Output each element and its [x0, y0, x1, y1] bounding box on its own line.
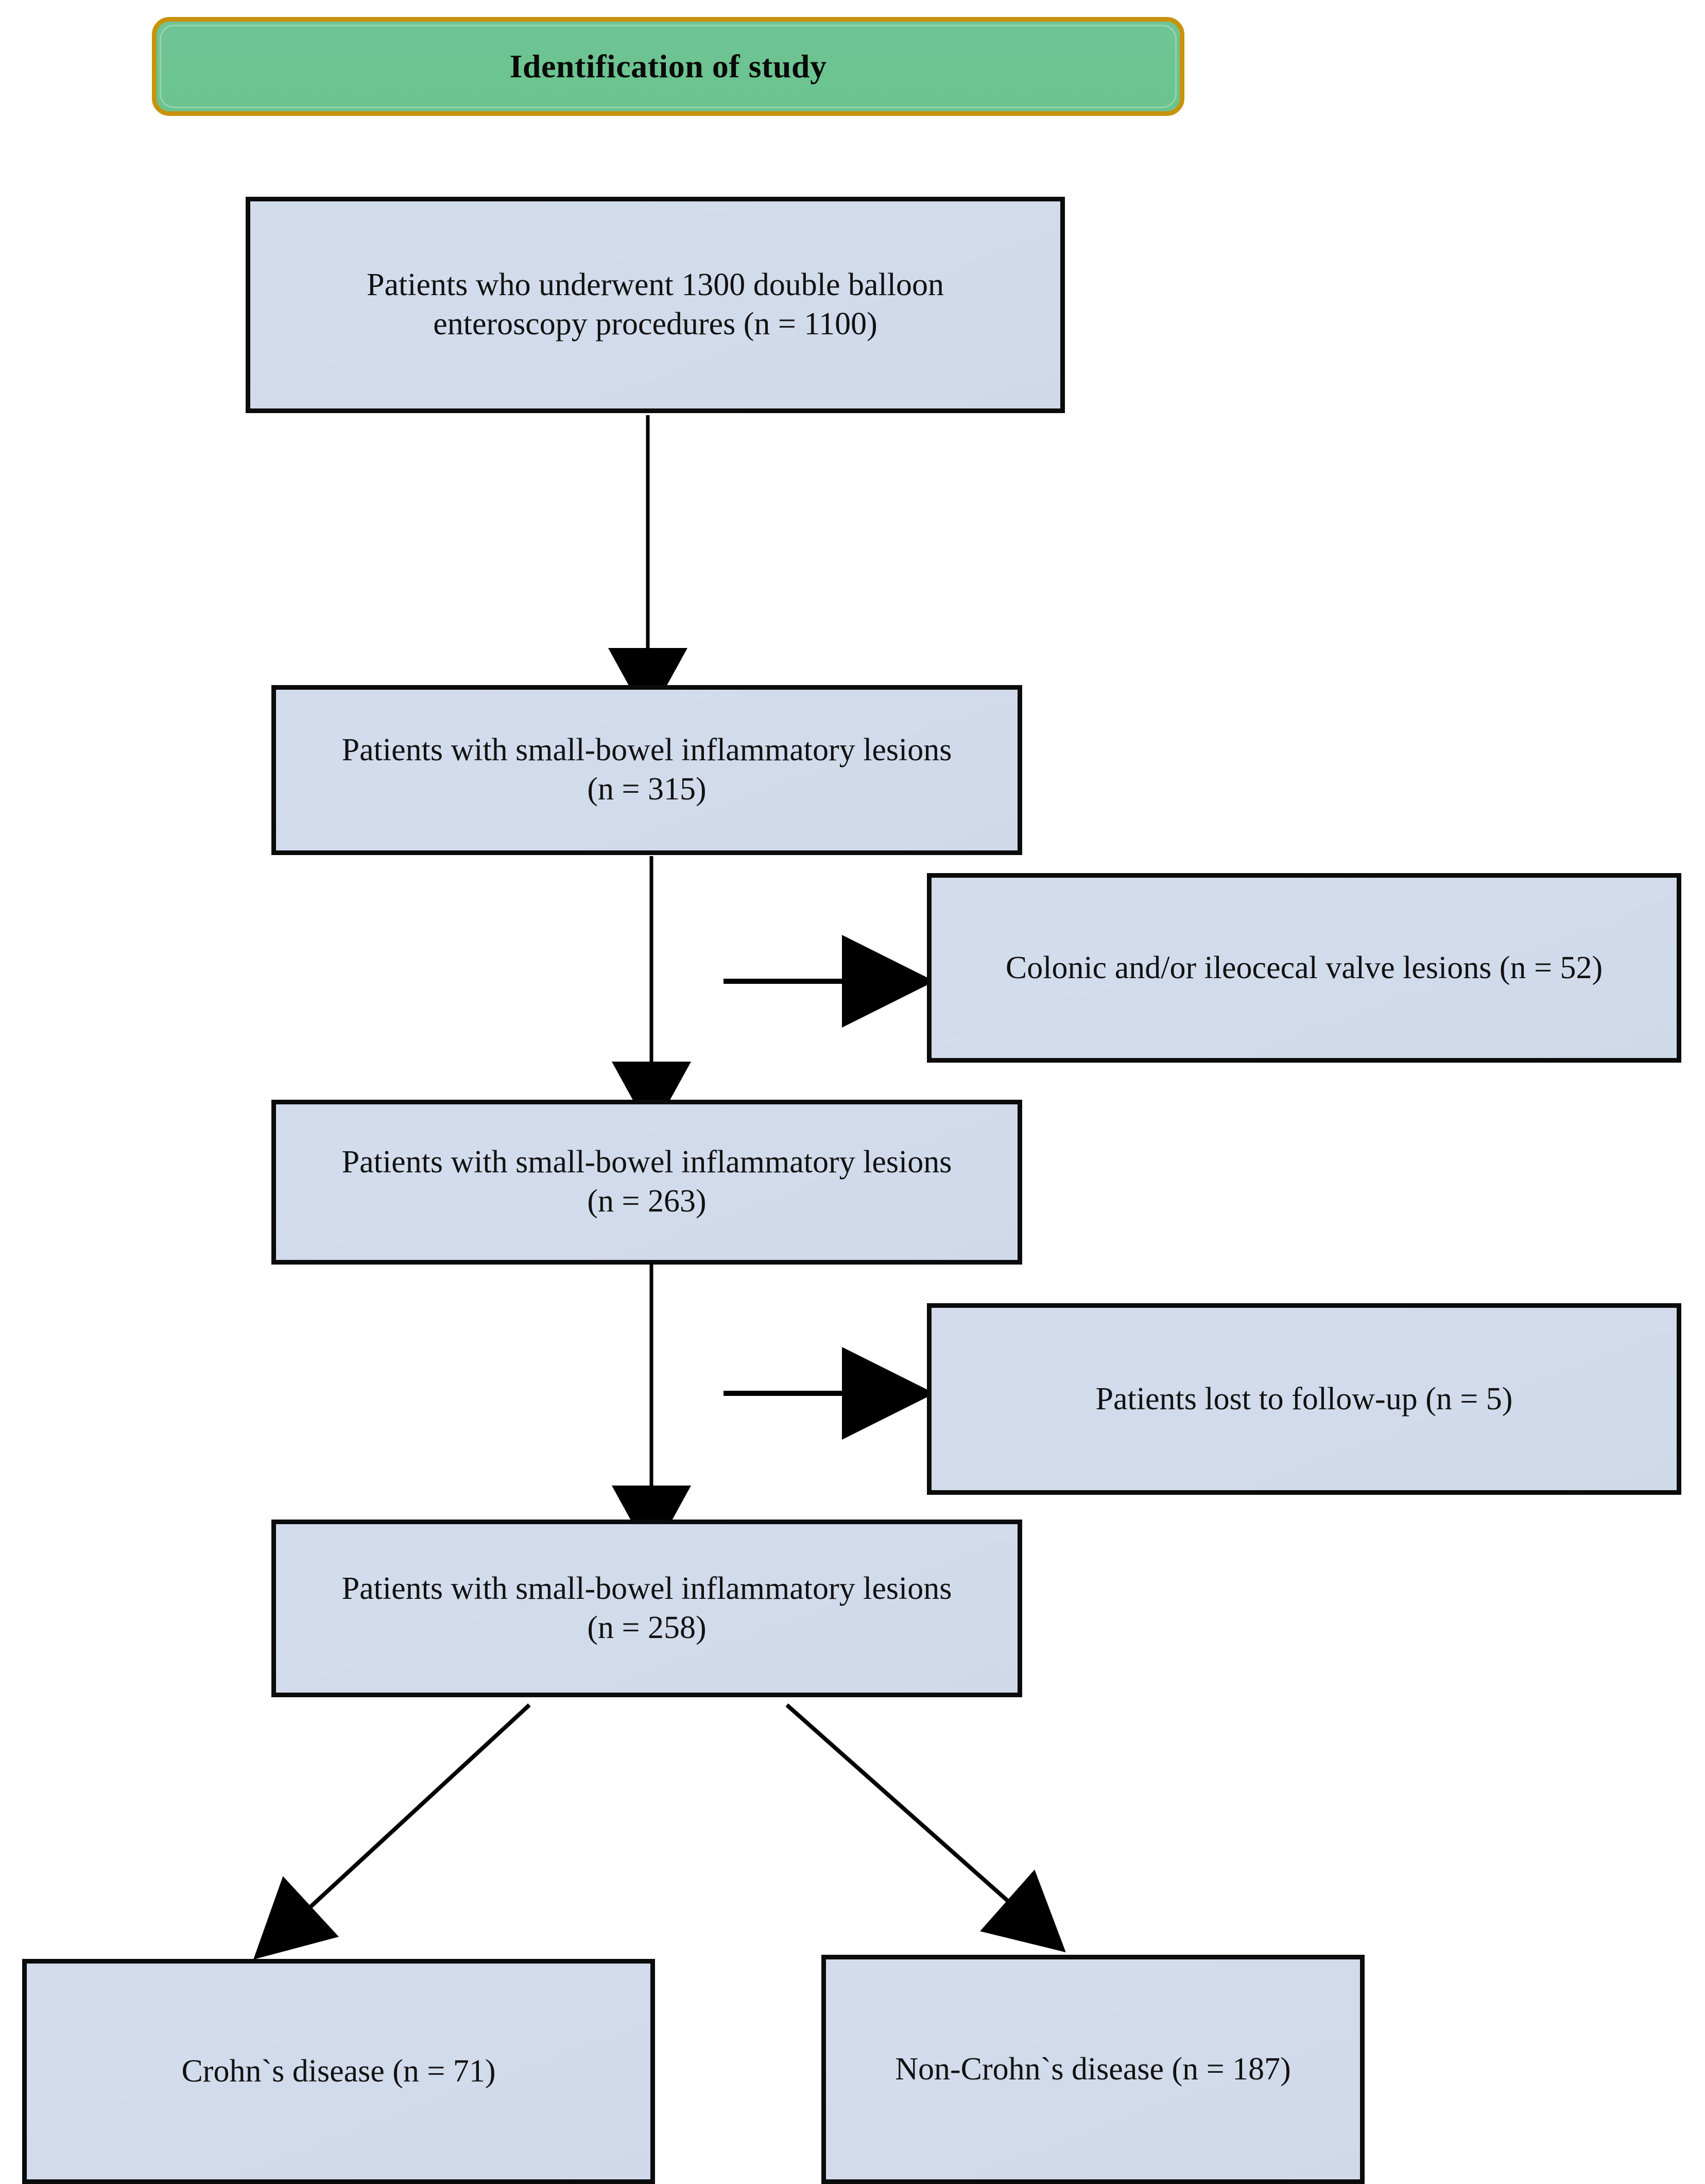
node-excluded-lost[interactable]: Patients lost to follow-up (n = 5) [927, 1303, 1681, 1495]
node-enrolled[interactable]: Patients who underwent 1300 double ballo… [246, 197, 1065, 413]
arrow-258-to-crohns [253, 1703, 531, 1960]
node-lesions-258-label: Patients with small-bowel inflammatory l… [341, 1571, 952, 1645]
node-crohns-label: Crohn`s disease (n = 71) [181, 2054, 496, 2089]
node-excluded-lost-label: Patients lost to follow-up (n = 5) [1095, 1381, 1513, 1417]
node-lesions-258[interactable]: Patients with small-bowel inflammatory l… [271, 1520, 1022, 1697]
identification-of-study-banner: Identification of study [152, 17, 1184, 116]
node-lesions-315[interactable]: Patients with small-bowel inflammatory l… [271, 685, 1022, 855]
node-excluded-colonic-label: Colonic and/or ileocecal valve lesions (… [1005, 950, 1603, 985]
node-lesions-263[interactable]: Patients with small-bowel inflammatory l… [271, 1100, 1022, 1265]
node-non-crohns[interactable]: Non-Crohn`s disease (n = 187) [821, 1955, 1365, 2184]
node-enrolled-label: Patients who underwent 1300 double ballo… [367, 267, 944, 342]
node-lesions-263-label: Patients with small-bowel inflammatory l… [341, 1145, 952, 1219]
node-excluded-colonic[interactable]: Colonic and/or ileocecal valve lesions (… [927, 873, 1681, 1063]
banner-title: Identification of study [509, 48, 827, 84]
node-non-crohns-label: Non-Crohn`s disease (n = 187) [895, 2052, 1291, 2087]
arrow-258-to-non-crohns [785, 1703, 1066, 1953]
node-lesions-315-label: Patients with small-bowel inflammatory l… [341, 732, 952, 807]
node-crohns[interactable]: Crohn`s disease (n = 71) [22, 1959, 655, 2184]
